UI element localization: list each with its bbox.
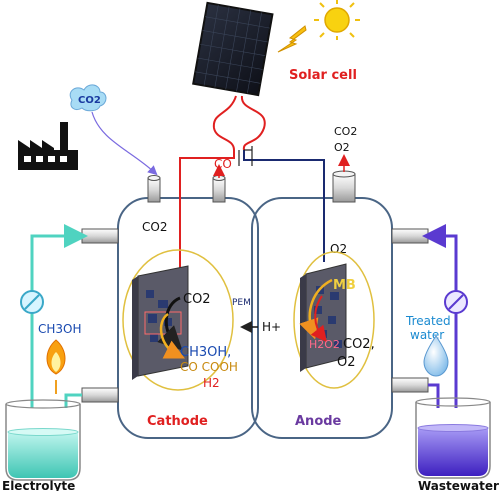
treated-water-line1: Treated	[405, 314, 451, 328]
electrolyte-beaker	[5, 399, 81, 481]
electrolyte-inlet-port	[81, 228, 119, 244]
co2-anode-label: CO2,	[343, 337, 375, 352]
lightning-icon	[277, 25, 307, 53]
o2-top-label: O2	[334, 141, 350, 154]
water-drop-icon	[423, 335, 449, 377]
solar-panel	[192, 1, 274, 97]
co2-electrode-label: CO2	[183, 292, 211, 307]
valve-icon	[444, 290, 468, 314]
co2-cloud-label: CO2	[78, 95, 101, 106]
wastewater-label: Wastewater	[418, 479, 499, 491]
h2-label: H2	[203, 376, 220, 390]
cathode-chamber	[117, 197, 259, 439]
electrolyte-outlet-port	[81, 387, 119, 403]
h2o2-label: H2O2	[309, 338, 340, 351]
co2-top-label: CO2	[334, 125, 357, 138]
valve-icon	[20, 290, 44, 314]
h-plus-label: H+	[262, 320, 281, 334]
wastewater-beaker	[415, 397, 491, 479]
mb-label: MB	[333, 278, 356, 293]
ch3oh-left-label: CH3OH	[38, 322, 82, 336]
treated-water-label: Treated water	[405, 314, 455, 342]
products-label: CH3OH,	[180, 345, 231, 360]
anode-label: Anode	[295, 414, 342, 429]
cathode-gas-outlet	[212, 175, 226, 203]
wastewater-inlet-port	[391, 228, 429, 244]
o2-anode-label: O2	[337, 355, 356, 370]
anode-chamber	[251, 197, 393, 439]
sun-icon	[314, 0, 360, 40]
co-cooh-label: CO COOH	[180, 360, 238, 374]
co2-cathode-port-label: CO2	[142, 220, 167, 234]
electrolyte-label: Electrolyte	[2, 479, 75, 491]
pem-label: PEM	[232, 298, 251, 308]
anode-gas-outlet	[332, 170, 356, 203]
wastewater-outlet-port	[391, 377, 429, 393]
solar-cell-label: Solar cell	[289, 68, 357, 83]
co2-cloud: CO2	[69, 84, 107, 112]
flame-icon	[46, 339, 66, 375]
co-output-label: CO	[214, 157, 232, 171]
cathode-label: Cathode	[147, 414, 208, 429]
factory-icon	[18, 122, 78, 170]
cathode-gas-inlet	[147, 175, 161, 203]
